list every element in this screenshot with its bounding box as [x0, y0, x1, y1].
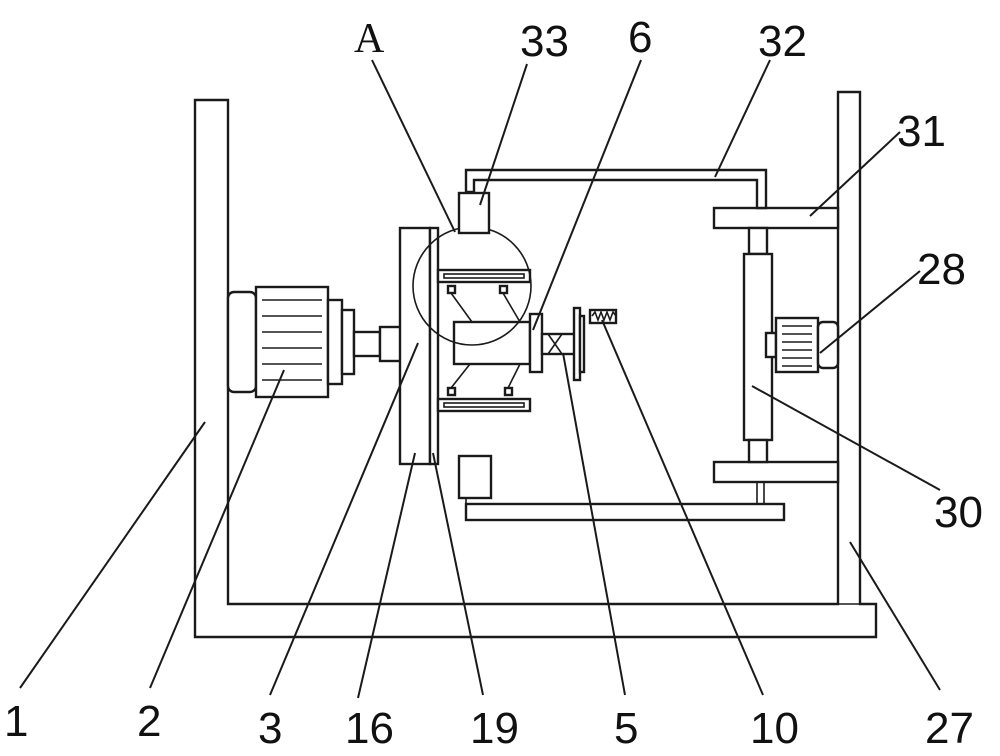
right-motor	[764, 316, 840, 374]
label-3: 3	[258, 704, 282, 753]
part-labels: A 33 6 32 31 28 30 1 2 3 16 19 5 10 27	[4, 13, 983, 753]
label-31: 31	[897, 107, 946, 156]
label-28: 28	[917, 245, 966, 294]
label-32: 32	[758, 17, 807, 66]
left-motor	[226, 285, 356, 399]
base-frame	[193, 90, 878, 639]
lower-sensor	[457, 454, 786, 522]
label-16: 16	[345, 704, 394, 753]
right-rig	[712, 206, 840, 504]
clamp-mechanism	[412, 226, 532, 413]
label-5: 5	[614, 704, 638, 753]
label-1: 1	[4, 697, 28, 746]
label-19: 19	[470, 704, 519, 753]
label-2: 2	[137, 697, 161, 746]
label-6: 6	[628, 13, 652, 62]
label-10: 10	[750, 704, 799, 753]
label-33: 33	[520, 17, 569, 66]
leader-lines	[19, 59, 941, 699]
label-a: A	[354, 16, 385, 62]
disc-plate	[398, 226, 440, 466]
sensor-bracket	[457, 168, 768, 235]
label-30: 30	[934, 488, 983, 537]
label-27: 27	[925, 704, 974, 753]
